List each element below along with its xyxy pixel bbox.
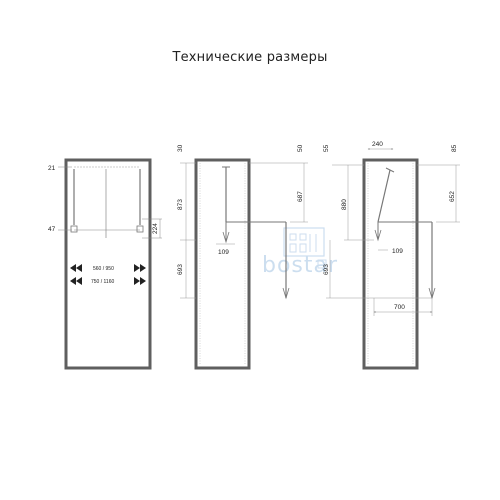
front-dim-bottom: 47 <box>48 226 56 233</box>
front-view: 21 47 224 560 / 950 750 / 1160 <box>48 158 162 370</box>
side2-dim-mid-width: 109 <box>392 248 403 255</box>
width-arrows-row2: 750 / 1160 <box>70 277 146 285</box>
side-view-2: 240 55 85 880 693 652 109 700 <box>323 141 460 370</box>
width-label-1: 560 / 950 <box>93 266 114 272</box>
arrow-right-icon <box>134 264 146 272</box>
side-view-1: 30 873 693 50 687 109 <box>177 144 308 370</box>
width-arrows-row1: 560 / 950 <box>70 264 146 272</box>
arrow-left-icon <box>70 277 82 285</box>
side2-cabinet <box>362 158 419 370</box>
arrow-left-icon <box>70 264 82 272</box>
side2-dim-top-left: 55 <box>323 144 330 152</box>
side2-dim-left-lower: 693 <box>323 264 330 275</box>
side2-dim-top-right: 85 <box>451 144 458 152</box>
front-dim-depth: 224 <box>152 223 159 234</box>
side1-dim-left-upper: 873 <box>177 199 184 210</box>
watermark-text: bostar <box>262 253 338 278</box>
side2-dim-top-width: 240 <box>372 141 383 148</box>
watermark: bostar <box>262 227 338 278</box>
width-label-2: 750 / 1160 <box>91 279 114 285</box>
arrow-right-icon <box>134 277 146 285</box>
side1-dim-bottom-width: 109 <box>218 249 229 256</box>
watermark-logo-icon <box>283 227 325 257</box>
side1-cabinet <box>194 158 251 370</box>
page-title: Технические размеры <box>172 50 328 65</box>
side1-dim-right-top: 50 <box>297 144 304 152</box>
front-cabinet <box>64 158 152 370</box>
side1-dim-top: 30 <box>177 144 184 152</box>
side2-dim-reach: 700 <box>394 304 405 311</box>
side1-dim-left-lower: 693 <box>177 264 184 275</box>
front-dim-top: 21 <box>48 165 56 172</box>
side2-dim-left-upper: 880 <box>341 199 348 210</box>
side2-dim-right: 652 <box>449 191 456 202</box>
side1-dim-right-mid: 687 <box>297 191 304 202</box>
